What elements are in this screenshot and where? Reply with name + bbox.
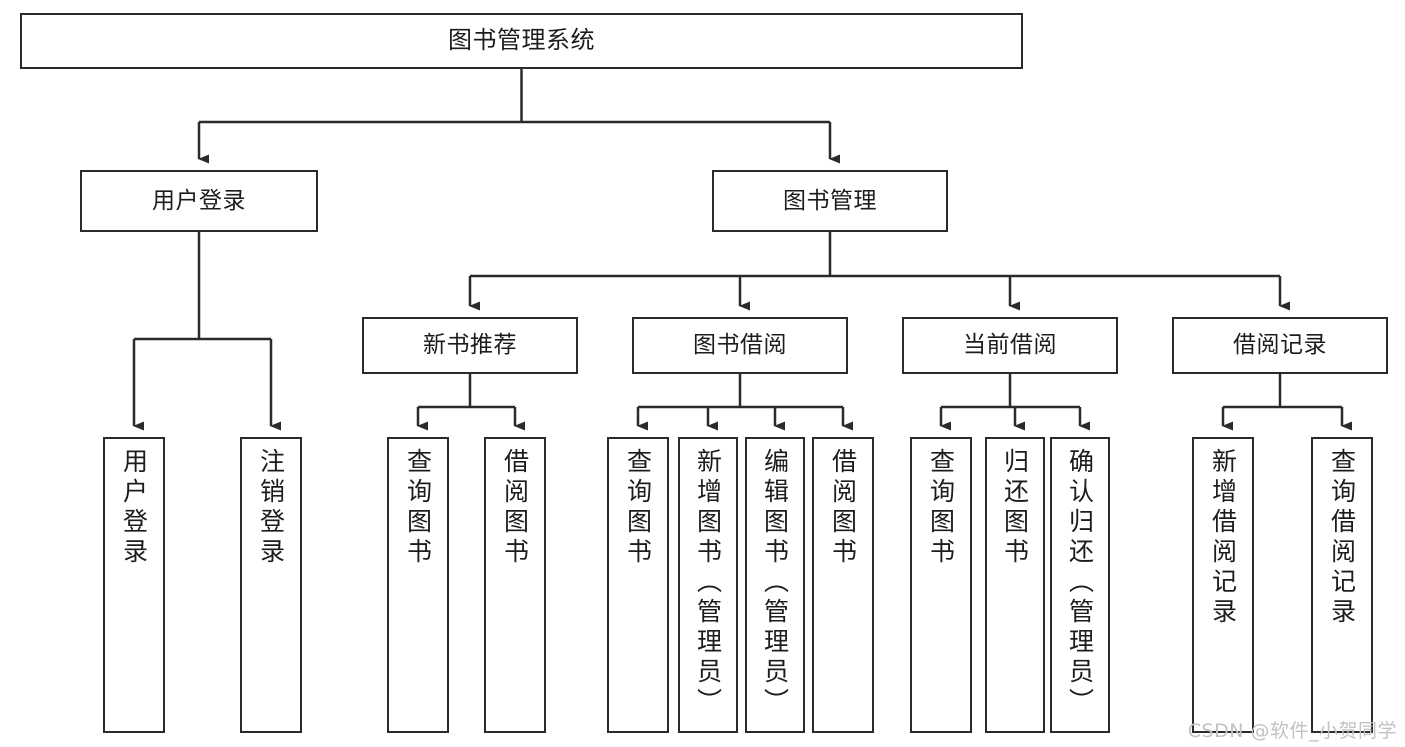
node-leaf-borrow-book-2[interactable]: 借阅图书 [812,437,874,733]
node-leaf-borrow-book-1[interactable]: 借阅图书 [484,437,546,733]
node-leaf-edit-book[interactable]: 编辑图书（管理员） [745,437,805,733]
node-leaf-logout[interactable]: 注销登录 [240,437,302,733]
node-label: 图书借阅 [693,332,787,359]
node-leaf-query-book-1[interactable]: 查询图书 [387,437,449,733]
node-label: 借阅图书 [828,448,858,568]
node-label: 用户登录 [152,187,246,214]
node-root[interactable]: 图书管理系统 [20,13,1023,69]
node-leaf-query-book-2[interactable]: 查询图书 [607,437,669,733]
node-label: 新增图书（管理员） [693,448,723,718]
node-borrow-record[interactable]: 借阅记录 [1172,317,1388,374]
node-label: 查询图书 [403,448,433,568]
node-label: 注销登录 [256,448,286,568]
node-leaf-query-record[interactable]: 查询借阅记录 [1311,437,1373,733]
node-label: 用户登录 [119,448,149,568]
node-leaf-query-book-3[interactable]: 查询图书 [910,437,972,733]
node-leaf-confirm-return[interactable]: 确认归还（管理员） [1050,437,1110,733]
node-current-borrow[interactable]: 当前借阅 [902,317,1118,374]
node-label: 当前借阅 [963,332,1057,359]
node-label: 查询借阅记录 [1327,448,1357,628]
node-book-borrow[interactable]: 图书借阅 [632,317,848,374]
node-label: 确认归还（管理员） [1065,448,1095,718]
node-label: 编辑图书（管理员） [760,448,790,718]
node-label: 新书推荐 [423,332,517,359]
node-label: 图书管理系统 [448,26,595,55]
watermark-text: CSDN @软件_小贺同学 [1187,720,1397,742]
node-book-manage[interactable]: 图书管理 [712,170,948,232]
node-new-book-recommend[interactable]: 新书推荐 [362,317,578,374]
node-label: 查询图书 [926,448,956,568]
node-label: 借阅图书 [500,448,530,568]
node-label: 图书管理 [783,187,877,214]
node-label: 借阅记录 [1233,332,1327,359]
node-leaf-add-record[interactable]: 新增借阅记录 [1192,437,1254,733]
node-label: 新增借阅记录 [1208,448,1238,628]
node-user-login[interactable]: 用户登录 [80,170,318,232]
node-label: 查询图书 [623,448,653,568]
node-leaf-return-book[interactable]: 归还图书 [985,437,1045,733]
node-label: 归还图书 [1000,448,1030,568]
node-leaf-add-book[interactable]: 新增图书（管理员） [678,437,738,733]
node-leaf-user-login[interactable]: 用户登录 [103,437,165,733]
